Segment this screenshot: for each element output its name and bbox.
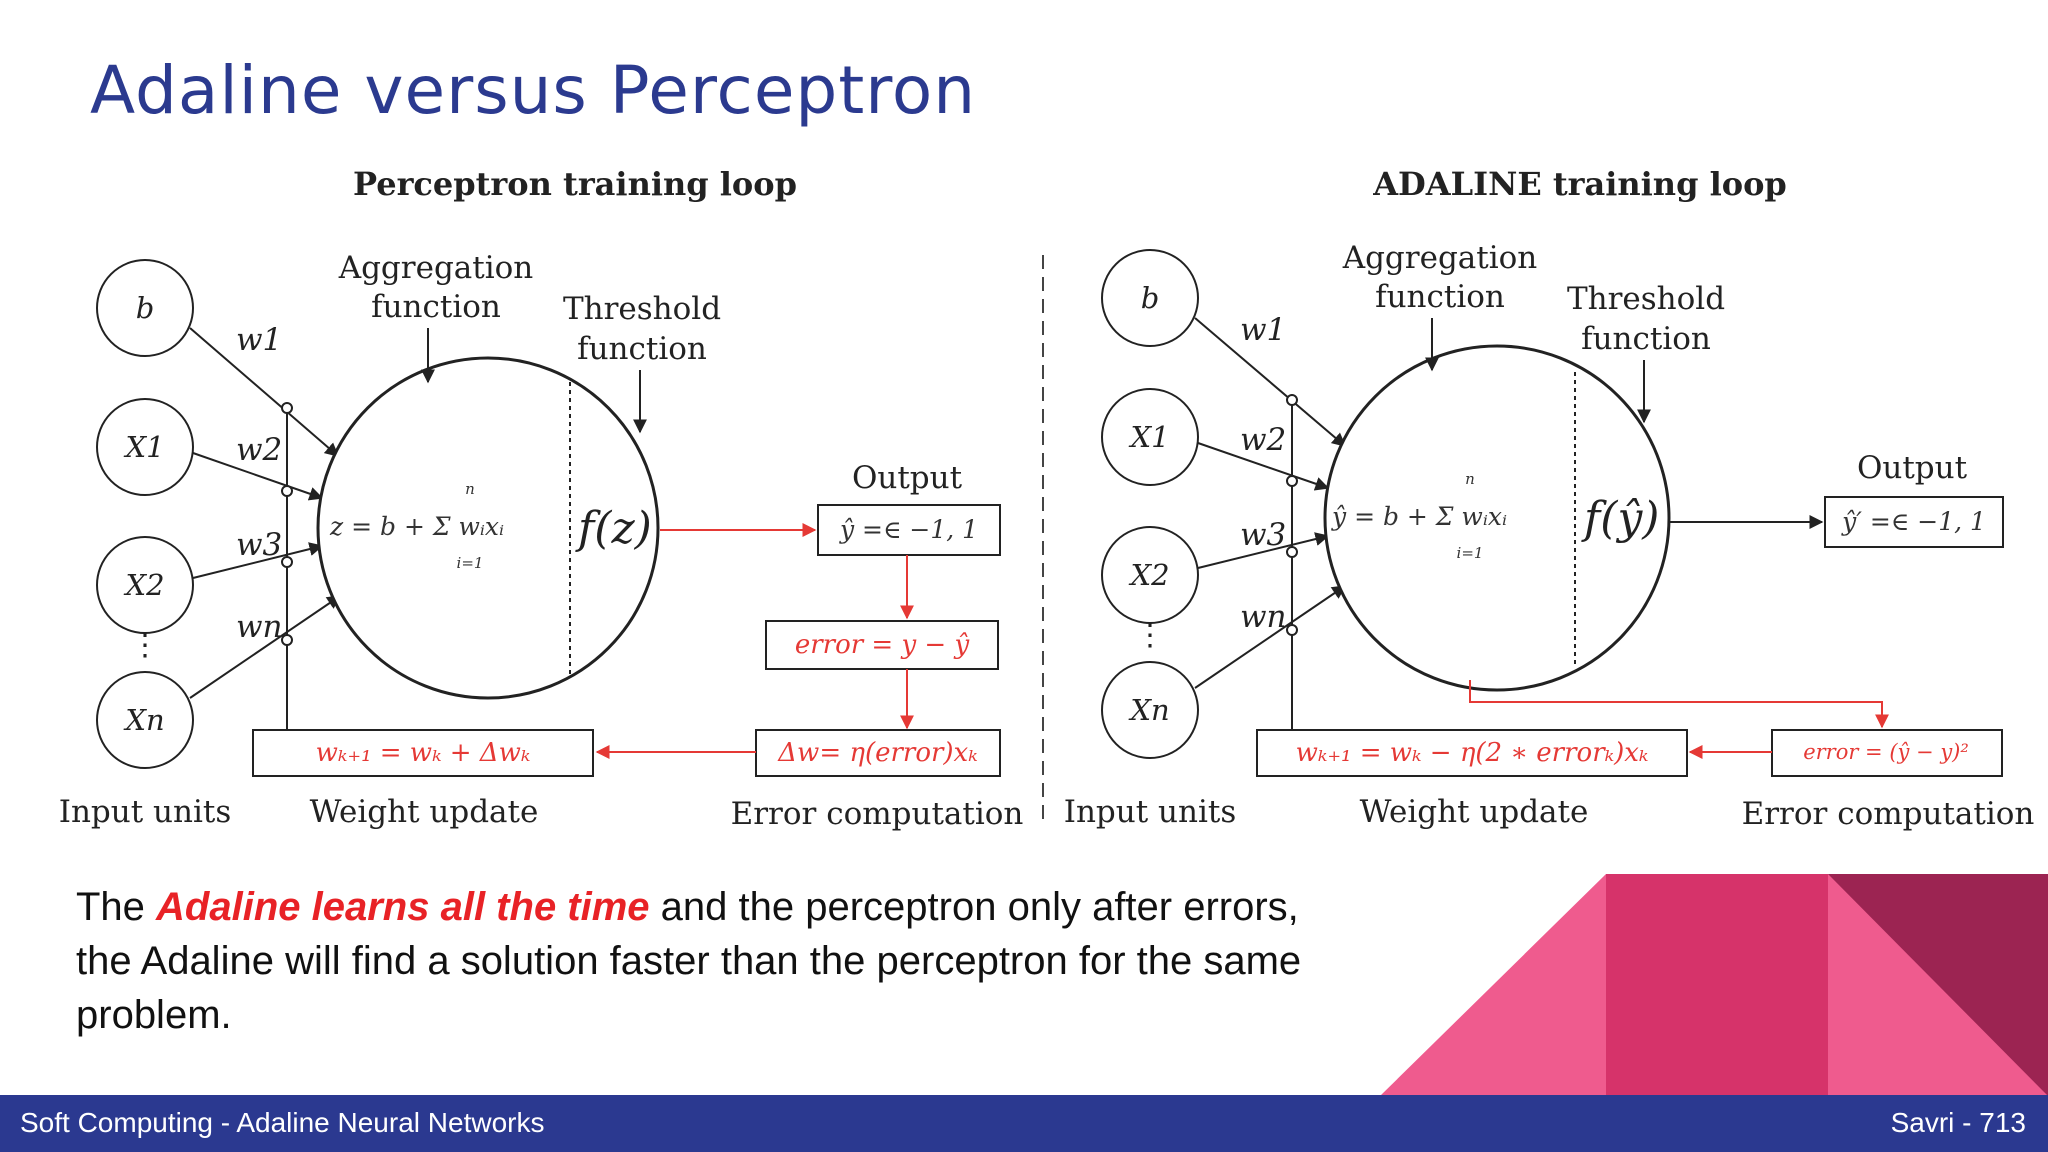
input-label-x1: X1 (1128, 420, 1169, 454)
input-ellipsis: ⋮ (130, 628, 160, 663)
footer-course-title: Soft Computing - Adaline Neural Networks (20, 1107, 545, 1138)
output-equation: ŷ =∈ −1, 1 (839, 515, 978, 544)
threshold-label-2: function (1581, 321, 1711, 357)
perceptron-heading: Perceptron training loop (353, 165, 797, 203)
input-ellipsis: ⋮ (1135, 618, 1165, 653)
output-label: Output (1857, 450, 1968, 486)
comparison-diagram: Perceptron training loop b X1 X2 ⋮ Xn w1… (59, 165, 2035, 832)
aggregation-equation: z = b + Σ wᵢxᵢ (329, 512, 504, 541)
threshold-label-2: function (577, 331, 707, 367)
aggregation-label: Aggregation (338, 250, 534, 286)
sum-upper: n (465, 480, 475, 498)
input-label-x1: X1 (123, 430, 164, 464)
input-node-x2 (1101, 526, 1199, 624)
input-units-label: Input units (1064, 794, 1237, 830)
weight-label-w2: w2 (236, 432, 282, 468)
error-equation: error = y − ŷ (795, 630, 970, 660)
error-box (1771, 729, 2003, 777)
error-equation: error = (ŷ − y)² (1803, 740, 1969, 764)
body-text-post: and the perceptron only after errors, th… (76, 885, 1302, 1037)
adaline-panel: ADALINE training loop b X1 X2 ⋮ Xn w1 w2… (1064, 165, 2035, 832)
weight-update-box (252, 729, 594, 777)
output-box (1824, 496, 2004, 548)
bias-node (96, 259, 194, 357)
input-node-x1 (1101, 388, 1199, 486)
deco-triangle-pink (1380, 874, 1606, 1096)
slide-title: Adaline versus Perceptron (90, 52, 977, 129)
delta-equation: Δw= η(error)xₖ (777, 738, 977, 768)
threshold-label: Threshold (563, 291, 721, 327)
sum-lower: i=1 (457, 554, 484, 572)
input-label-x2: X2 (123, 568, 164, 602)
weight-label-w1: w1 (236, 322, 282, 358)
input-node-xn (96, 671, 194, 769)
weight-update-label: Weight update (1360, 794, 1589, 830)
error-box (765, 620, 999, 670)
error-computation-label: Error computation (1742, 796, 2035, 832)
adaline-heading: ADALINE training loop (1372, 165, 1787, 203)
weight-update-equation: wₖ₊₁ = wₖ − η(2 ∗ errorₖ)xₖ (1296, 738, 1649, 768)
weight-label-wn: wn (236, 609, 283, 645)
weight-label-w3: w3 (236, 527, 282, 563)
weight-update-equation: wₖ₊₁ = wₖ + Δwₖ (316, 738, 531, 768)
weight-update-box (1256, 729, 1688, 777)
sum-lower: i=1 (1457, 544, 1484, 562)
weight-label-w3: w3 (1240, 517, 1286, 553)
error-computation-label: Error computation (731, 796, 1024, 832)
output-box (817, 504, 1001, 556)
footer-bar: Soft Computing - Adaline Neural Networks… (0, 1095, 2048, 1152)
body-text: The Adaline learns all the time and the … (76, 880, 1306, 1042)
threshold-equation: f(ŷ) (1581, 493, 1659, 544)
output-label: Output (852, 460, 963, 496)
weight-update-label: Weight update (310, 794, 539, 830)
threshold-equation: f(z) (575, 503, 652, 554)
aggregation-label: Aggregation (1342, 240, 1538, 276)
delta-box (755, 729, 1001, 777)
weight-label-wn: wn (1240, 599, 1287, 635)
input-label-xn: Xn (1128, 693, 1169, 727)
aggregation-label-2: function (371, 289, 501, 325)
input-label-x2: X2 (1128, 558, 1169, 592)
footer-page-number: Savri - 713 (1890, 1107, 2026, 1138)
input-node-x1 (96, 398, 194, 496)
body-text-highlight: Adaline learns all the time (156, 885, 650, 929)
input-label-xn: Xn (123, 703, 164, 737)
input-node-xn (1101, 661, 1199, 759)
weight-label-w1: w1 (1240, 312, 1286, 348)
aggregation-label-2: function (1375, 279, 1505, 315)
sum-upper: n (1465, 470, 1475, 488)
bias-label: b (1141, 281, 1160, 315)
decorative-triangles (1380, 874, 2048, 1096)
output-equation: ŷ′ =∈ −1, 1 (1841, 507, 1986, 536)
body-text-pre: The (76, 885, 157, 929)
aggregation-equation: ŷ = b + Σ wᵢxᵢ (1331, 502, 1507, 531)
input-units-label: Input units (59, 794, 232, 830)
deco-block-crimson (1606, 874, 1828, 1096)
neuron-circle (1323, 344, 1671, 692)
threshold-label: Threshold (1567, 281, 1725, 317)
perceptron-panel: Perceptron training loop b X1 X2 ⋮ Xn w1… (59, 165, 1024, 832)
input-node-x2 (96, 536, 194, 634)
bias-node (1101, 249, 1199, 347)
bias-label: b (136, 291, 155, 325)
weight-label-w2: w2 (1240, 422, 1286, 458)
deco-triangle-dark (1828, 874, 2048, 1096)
neuron-circle (316, 356, 660, 700)
